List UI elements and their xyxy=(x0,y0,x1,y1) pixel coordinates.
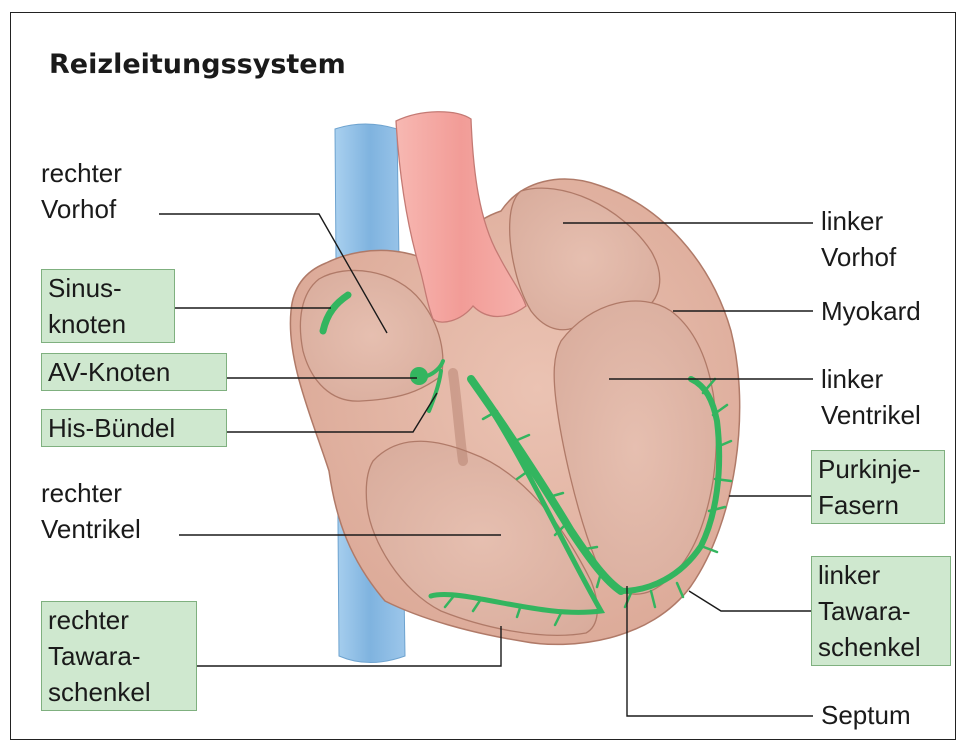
label-line: schenkel xyxy=(48,674,190,710)
label-line: Vorhof xyxy=(821,239,896,275)
label-purkinje-fasern: Purkinje- Fasern xyxy=(811,450,945,524)
label-line: Tawara- xyxy=(48,638,190,674)
label-line: His-Bündel xyxy=(48,410,220,446)
label-line: Septum xyxy=(821,697,911,733)
label-line: Fasern xyxy=(818,487,938,523)
label-line: rechter xyxy=(41,475,141,511)
label-linker-tawaraschenkel: linker Tawara- schenkel xyxy=(811,556,951,666)
label-line: linker xyxy=(818,557,944,593)
label-rechter-ventrikel: rechter Ventrikel xyxy=(41,475,141,547)
label-myokard: Myokard xyxy=(821,293,921,329)
leader-linker-tawara xyxy=(689,591,813,611)
label-his-buendel: His-Bündel xyxy=(41,409,227,447)
label-line: rechter xyxy=(48,602,190,638)
diagram-title: Reizleitungssystem xyxy=(49,49,346,80)
label-line: rechter xyxy=(41,155,122,191)
label-linker-ventrikel: linker Ventrikel xyxy=(821,361,921,433)
label-linker-vorhof: linker Vorhof xyxy=(821,203,896,275)
label-rechter-vorhof: rechter Vorhof xyxy=(41,155,122,227)
label-line: Tawara- xyxy=(818,593,944,629)
label-line: schenkel xyxy=(818,629,944,665)
label-line: AV-Knoten xyxy=(48,354,220,390)
label-line: linker xyxy=(821,203,896,239)
label-septum: Septum xyxy=(821,697,911,733)
label-line: linker xyxy=(821,361,921,397)
label-sinusknoten: Sinus- knoten xyxy=(41,269,175,343)
label-line: Ventrikel xyxy=(41,511,141,547)
label-line: Myokard xyxy=(821,293,921,329)
label-av-knoten: AV-Knoten xyxy=(41,353,227,391)
label-line: Vorhof xyxy=(41,191,122,227)
figure-frame: Reizleitungssystem rechter Vorhof Sinus-… xyxy=(10,12,956,740)
label-line: Purkinje- xyxy=(818,451,938,487)
label-rechter-tawaraschenkel: rechter Tawara- schenkel xyxy=(41,601,197,711)
label-line: Sinus- xyxy=(48,270,168,306)
label-line: Ventrikel xyxy=(821,397,921,433)
label-line: knoten xyxy=(48,306,168,342)
